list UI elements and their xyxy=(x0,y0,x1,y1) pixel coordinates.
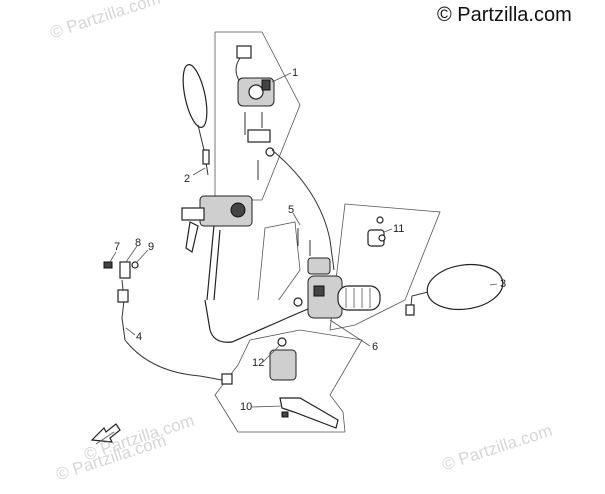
group-outline-1 xyxy=(214,31,301,201)
left-switch-button xyxy=(261,79,271,91)
group-outline-6 xyxy=(329,203,441,331)
group-outline-5 xyxy=(257,221,301,316)
leader-12 xyxy=(262,344,281,363)
callout-6: 6 xyxy=(372,341,378,353)
left-switch-knob xyxy=(248,84,264,100)
leader-10 xyxy=(251,405,283,408)
left-mirror-head xyxy=(182,64,208,128)
leader-1 xyxy=(271,72,292,83)
leader-8 xyxy=(125,245,138,263)
lever-nut xyxy=(281,411,289,418)
front-arrow-icon xyxy=(90,423,121,445)
callout-9: 9 xyxy=(148,241,154,253)
switch-wire-loop xyxy=(235,57,241,83)
left-mirror-nut xyxy=(202,149,210,165)
callout-12: 12 xyxy=(252,357,264,369)
right-switch-button xyxy=(313,285,325,297)
cable-upper xyxy=(121,279,126,341)
callout-10: 10 xyxy=(240,401,252,413)
callout-3: 3 xyxy=(500,278,506,290)
callout-4: 4 xyxy=(136,331,142,343)
leader-11 xyxy=(383,228,393,233)
cable-end xyxy=(221,373,233,385)
corner-watermark: © Partzilla.com xyxy=(437,4,572,26)
left-control-reservoir xyxy=(230,202,246,218)
right-grip xyxy=(337,285,381,311)
right-mirror-head xyxy=(426,263,504,311)
leader-5 xyxy=(292,212,301,226)
callout-2: 2 xyxy=(184,173,190,185)
right-lever-holder xyxy=(269,349,297,381)
part-8-switch xyxy=(119,261,131,279)
leader-7 xyxy=(109,251,117,263)
leader-6 xyxy=(329,319,371,347)
left-lever-stub xyxy=(185,221,199,253)
left-control-clamp xyxy=(181,207,205,221)
bracket-screw-top xyxy=(376,216,384,224)
switch-clamp-lower xyxy=(247,129,271,143)
right-switch-housing xyxy=(307,275,343,319)
callout-8: 8 xyxy=(135,237,141,249)
leader-4 xyxy=(125,327,136,336)
leader-9 xyxy=(136,249,149,263)
bracket-screw-bottom xyxy=(378,234,386,242)
handlebar-left-riser xyxy=(206,224,215,301)
leader-3 xyxy=(489,283,498,286)
part-9-washer xyxy=(131,261,139,269)
handlebar-left-riser-inner xyxy=(213,229,221,301)
switch-connector xyxy=(236,45,252,59)
part-7-screw xyxy=(103,261,113,269)
right-mirror-nut xyxy=(405,304,415,316)
callout-11: 11 xyxy=(393,223,404,235)
right-lever-blade xyxy=(279,397,339,429)
part-12-screw xyxy=(277,337,287,347)
throttle-switch xyxy=(307,257,331,275)
callout-7: 7 xyxy=(114,241,120,253)
leader-2 xyxy=(192,167,206,176)
throttle-washer xyxy=(293,297,303,307)
cable-adjuster xyxy=(117,289,129,303)
switch-cable xyxy=(271,149,335,271)
callout-5: 5 xyxy=(288,204,294,216)
callout-1: 1 xyxy=(292,67,298,79)
switch-washer xyxy=(265,147,275,157)
cable-lower xyxy=(124,339,223,381)
